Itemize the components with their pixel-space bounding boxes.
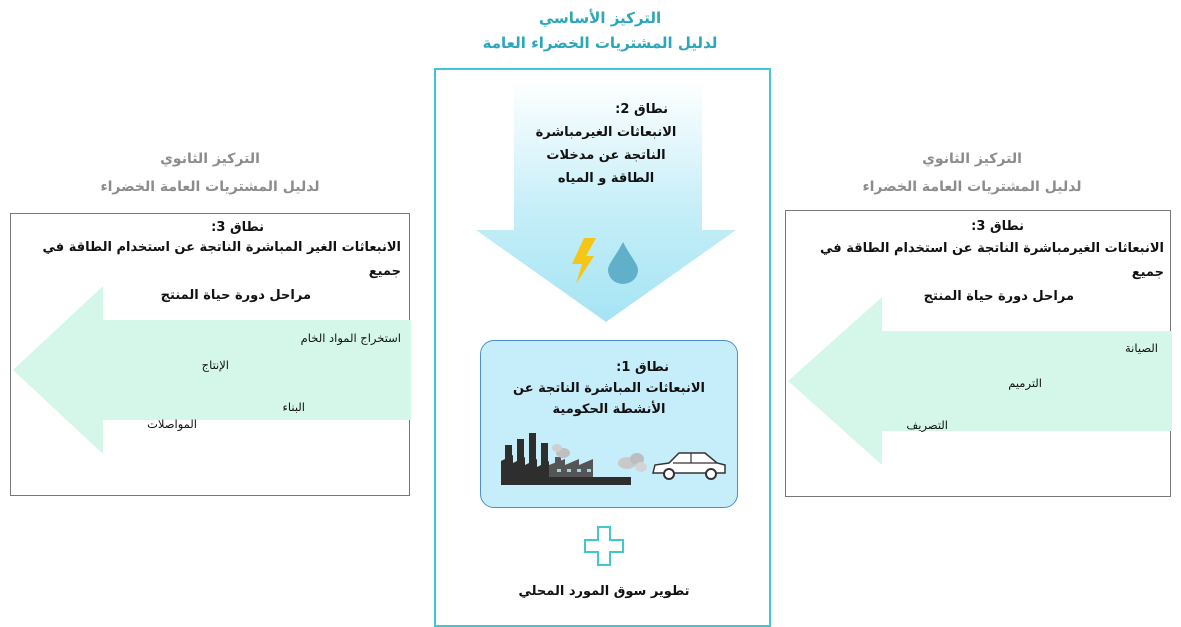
- scope2-line1: الانبعاثات الغيرمباشرة: [535, 125, 677, 140]
- left-item-transport: المواصلات: [147, 417, 197, 431]
- plus-icon: [584, 526, 624, 566]
- secondary-left-title-line1: التركيز الثانوي: [160, 151, 260, 167]
- scope3-right-box: نطاق 3: الانبعاثات الغيرمباشرة الناتجة ع…: [785, 210, 1172, 497]
- car-icon: [618, 452, 726, 480]
- scope3-left-box: نطاق 3: الانبعاثات الغير المباشرة الناتج…: [10, 213, 411, 496]
- secondary-right-title-line1: التركيز الثانوي: [922, 151, 1022, 167]
- scope3-right-description: الانبعاثات الغيرمباشرة الناتجة عن استخدا…: [790, 237, 1164, 309]
- primary-title-line2: لدليل المشتريات الخضراء العامة: [482, 34, 718, 52]
- scope3-right-label: نطاق 3:: [971, 219, 1024, 234]
- scope1-line2: الأنشطة الحكومية: [552, 402, 666, 417]
- secondary-left-title: التركيز الثانوي لدليل المشتريات العامة ا…: [70, 145, 350, 201]
- lifecycle-arrow-right: [788, 297, 1172, 465]
- lifecycle-arrow-left-shape: [13, 286, 411, 454]
- scope2-line3: الطاقة و المياه: [557, 171, 655, 186]
- scope2-down-arrow-shape: [476, 80, 736, 322]
- lightning-icon: [572, 238, 596, 284]
- scope3-left-text-line2: مراحل دورة حياة المنتج: [160, 288, 311, 303]
- supplier-market-label: تطوير سوق المورد المحلي: [518, 584, 690, 599]
- scope1-text: نطاق 1: الانبعاثات المباشرة الناتجة عن ا…: [487, 357, 731, 420]
- lifecycle-arrow-right-shape: [788, 297, 1172, 465]
- primary-focus-title: التركيز الأساسي لدليل المشتريات الخضراء …: [420, 6, 780, 56]
- lifecycle-arrow-left: [13, 286, 411, 454]
- right-item-maintenance: الصيانة: [1124, 341, 1158, 355]
- right-item-disposal: التصريف: [906, 418, 948, 432]
- scope1-label: نطاق 1:: [616, 360, 669, 375]
- scope2-down-arrow: [476, 80, 736, 322]
- scope2-label: نطاق 2:: [615, 102, 668, 117]
- scope3-left-description: الانبعاثات الغير المباشرة الناتجة عن است…: [17, 236, 402, 308]
- right-item-renovation: الترميم: [1008, 376, 1042, 390]
- scope3-right-text-line2: مراحل دورة حياة المنتج: [923, 289, 1074, 304]
- scope1-line1: الانبعاثات المباشرة الناتجة عن: [513, 381, 705, 396]
- left-item-production: الإنتاج: [201, 358, 229, 372]
- factory-icon: [501, 433, 631, 485]
- scope3-left-label: نطاق 3:: [211, 220, 264, 235]
- scope3-left-text-line1: الانبعاثات الغير المباشرة الناتجة عن است…: [42, 240, 402, 279]
- secondary-left-title-line2: لدليل المشتريات العامة الخضراء: [100, 179, 320, 195]
- secondary-right-title: التركيز الثانوي لدليل المشتريات العامة ا…: [832, 145, 1112, 201]
- left-item-construction: البناء: [282, 400, 305, 414]
- primary-focus-box: نطاق 2: الانبعاثات الغيرمباشرة الناتجة ع…: [434, 68, 771, 627]
- secondary-right-title-line2: لدليل المشتريات العامة الخضراء: [862, 179, 1082, 195]
- left-item-raw-materials: استخراج المواد الخام: [300, 331, 401, 345]
- primary-title-line1: التركيز الأساسي: [538, 9, 662, 27]
- water-drop-icon: [608, 242, 638, 284]
- scope3-right-text-line1: الانبعاثات الغيرمباشرة الناتجة عن استخدا…: [820, 241, 1164, 280]
- scope2-text: نطاق 2: الانبعاثات الغيرمباشرة الناتجة ع…: [508, 98, 704, 190]
- scope2-line2: الناتجة عن مدخلات: [546, 148, 666, 163]
- scope1-box: نطاق 1: الانبعاثات المباشرة الناتجة عن ا…: [480, 340, 738, 508]
